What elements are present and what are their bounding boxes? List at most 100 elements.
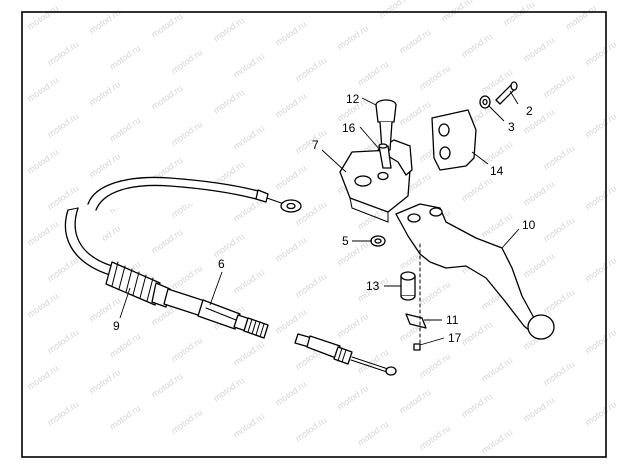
watermark-text: motod.ru: [45, 255, 80, 284]
watermark-text: motod.ru: [521, 179, 556, 208]
watermark-text: motod.ru: [583, 183, 618, 212]
watermark-text: motod.ru: [231, 267, 266, 296]
retaining-clip: [405, 313, 427, 329]
watermark-text: motod.ru: [293, 415, 328, 444]
watermark-text: motod.ru: [25, 3, 60, 32]
watermark-text: motod.ru: [25, 291, 60, 320]
watermark-text: motod.ru: [293, 55, 328, 84]
watermark-text: motod.ru: [541, 143, 576, 172]
watermark-text: motod.ru: [273, 163, 308, 192]
watermark-text: motod.ru: [149, 83, 184, 112]
watermark-text: motod.ru: [149, 227, 184, 256]
watermark-text: motod.ru: [107, 331, 142, 360]
watermark-text: motod.ru: [231, 123, 266, 152]
watermark-text: motod.ru: [501, 0, 536, 28]
watermark-text: motod.ru: [25, 363, 60, 392]
watermark-text: motod.ru: [521, 35, 556, 64]
watermark-text: motod.ru: [45, 183, 80, 212]
callout-14: 14: [490, 164, 504, 178]
watermark-text: motod.ru: [479, 427, 514, 456]
watermark-text: motod.ru: [335, 23, 370, 52]
watermark-text: motod.ru: [397, 387, 432, 416]
watermark-text: motod.ru: [335, 239, 370, 268]
watermark-text: motod.ru: [211, 375, 246, 404]
watermark-text: motod.ru: [397, 27, 432, 56]
watermark-text: motod.ru: [459, 319, 494, 348]
inner-cable-end: [294, 333, 397, 376]
watermark-text: motod.ru: [273, 307, 308, 336]
watermark-text: motod.ru: [107, 115, 142, 144]
watermark-text: motod.ru: [521, 395, 556, 424]
callout-5: 5: [342, 234, 349, 248]
watermark-text: motod.ru: [459, 31, 494, 60]
watermark-text: motod.ru: [169, 407, 204, 436]
clamp-washer: [479, 95, 491, 109]
watermark-text: motod.ru: [107, 43, 142, 72]
watermark-text: motod.ru: [293, 271, 328, 300]
watermark-text: motod.ru: [377, 0, 412, 20]
callout-7: 7: [312, 138, 319, 152]
watermark-text: motod.ru: [459, 175, 494, 204]
callout-9: 9: [113, 319, 120, 333]
watermark-text: motod.ru: [87, 367, 122, 396]
bracket-screw: [370, 235, 386, 247]
clutch-lever: [395, 203, 555, 340]
watermark-text: motod.ru: [273, 91, 308, 120]
watermark-text: motod.ru: [169, 119, 204, 148]
watermark-text: motod.ru: [231, 339, 266, 368]
watermark-text: motod.ru: [335, 311, 370, 340]
callout-3: 3: [508, 120, 515, 134]
watermark-text: motod.ru: [211, 231, 246, 260]
small-screw: [413, 343, 421, 351]
watermark-text: motod.ru: [335, 383, 370, 412]
watermark-text: motod.ru: [355, 59, 390, 88]
leader-lines: [119, 90, 520, 346]
watermark-text: motod.ru: [273, 235, 308, 264]
callout-10: 10: [522, 218, 536, 232]
watermark-text: motod.ru: [541, 215, 576, 244]
watermark-text: motod.ru: [541, 71, 576, 100]
callout-2: 2: [526, 104, 533, 118]
watermark-text: motod.ru: [231, 411, 266, 440]
callout-6: 6: [218, 257, 225, 271]
watermark-text: motod.ru: [479, 355, 514, 384]
watermark-text: motod.ru: [583, 39, 618, 68]
watermark-text: motod.ru: [25, 219, 60, 248]
callout-11: 11: [446, 313, 459, 327]
watermark-text: motod.ru: [273, 19, 308, 48]
watermark-text: motod.ru: [521, 251, 556, 280]
watermark-text: motod.ru: [211, 87, 246, 116]
watermark-text: motod.ru: [25, 75, 60, 104]
watermark-text: motod.ru: [541, 359, 576, 388]
watermark-text: motod.ru: [417, 279, 452, 308]
watermark-text: motod.ru: [87, 151, 122, 180]
cable-adjuster: [163, 288, 269, 339]
watermark-text: motod.ru: [149, 371, 184, 400]
watermark-text: motod.ru: [563, 3, 598, 32]
watermark-text: motod.ru: [169, 263, 204, 292]
watermark-text: motod.ru: [417, 351, 452, 380]
watermark-text: motod.ru: [25, 147, 60, 176]
watermark-text: motod.ru: [541, 287, 576, 316]
watermark-text: motod.ru: [149, 11, 184, 40]
watermark-text: motod.ru: [87, 79, 122, 108]
callout-17: 17: [448, 331, 462, 345]
watermark-text: motod.ru: [231, 51, 266, 80]
watermark-text: motod.ru: [355, 419, 390, 448]
watermark-text: motod.ru: [583, 255, 618, 284]
watermark-text: motod.ru: [169, 47, 204, 76]
diagram-frame: [21, 11, 607, 458]
watermark-text: motod.ru: [583, 327, 618, 356]
watermark-text: motod.ru: [417, 63, 452, 92]
watermark-text: motod.ru: [45, 39, 80, 68]
watermark-text: motod.ru: [417, 423, 452, 452]
watermark-text: motod.ru: [397, 99, 432, 128]
pivot-bushing: [400, 271, 416, 301]
watermark-text: motod.ru: [45, 111, 80, 140]
watermark-text: motod.ru: [169, 335, 204, 364]
clamp-half: [431, 109, 477, 171]
callout-labels: 2 3 5 6 7 9 10 11 12 13 14 16 17: [113, 92, 536, 345]
watermark-text: motod.ru: [273, 379, 308, 408]
callout-12: 12: [346, 92, 360, 106]
